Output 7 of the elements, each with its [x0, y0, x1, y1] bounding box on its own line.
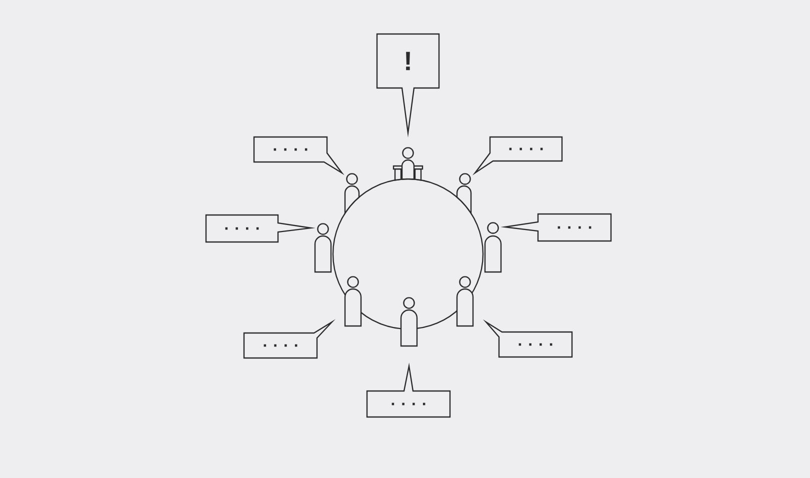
speech-bubble: . . . .	[472, 136, 563, 176]
speech-bubble: !	[376, 33, 440, 138]
speech-bubble: . . . .	[366, 362, 451, 418]
speech-bubble: . . . .	[205, 214, 316, 243]
speech-bubble: . . . .	[253, 136, 344, 176]
speech-bubble: . . . .	[243, 319, 336, 359]
speech-bubble: . . . .	[500, 213, 612, 242]
